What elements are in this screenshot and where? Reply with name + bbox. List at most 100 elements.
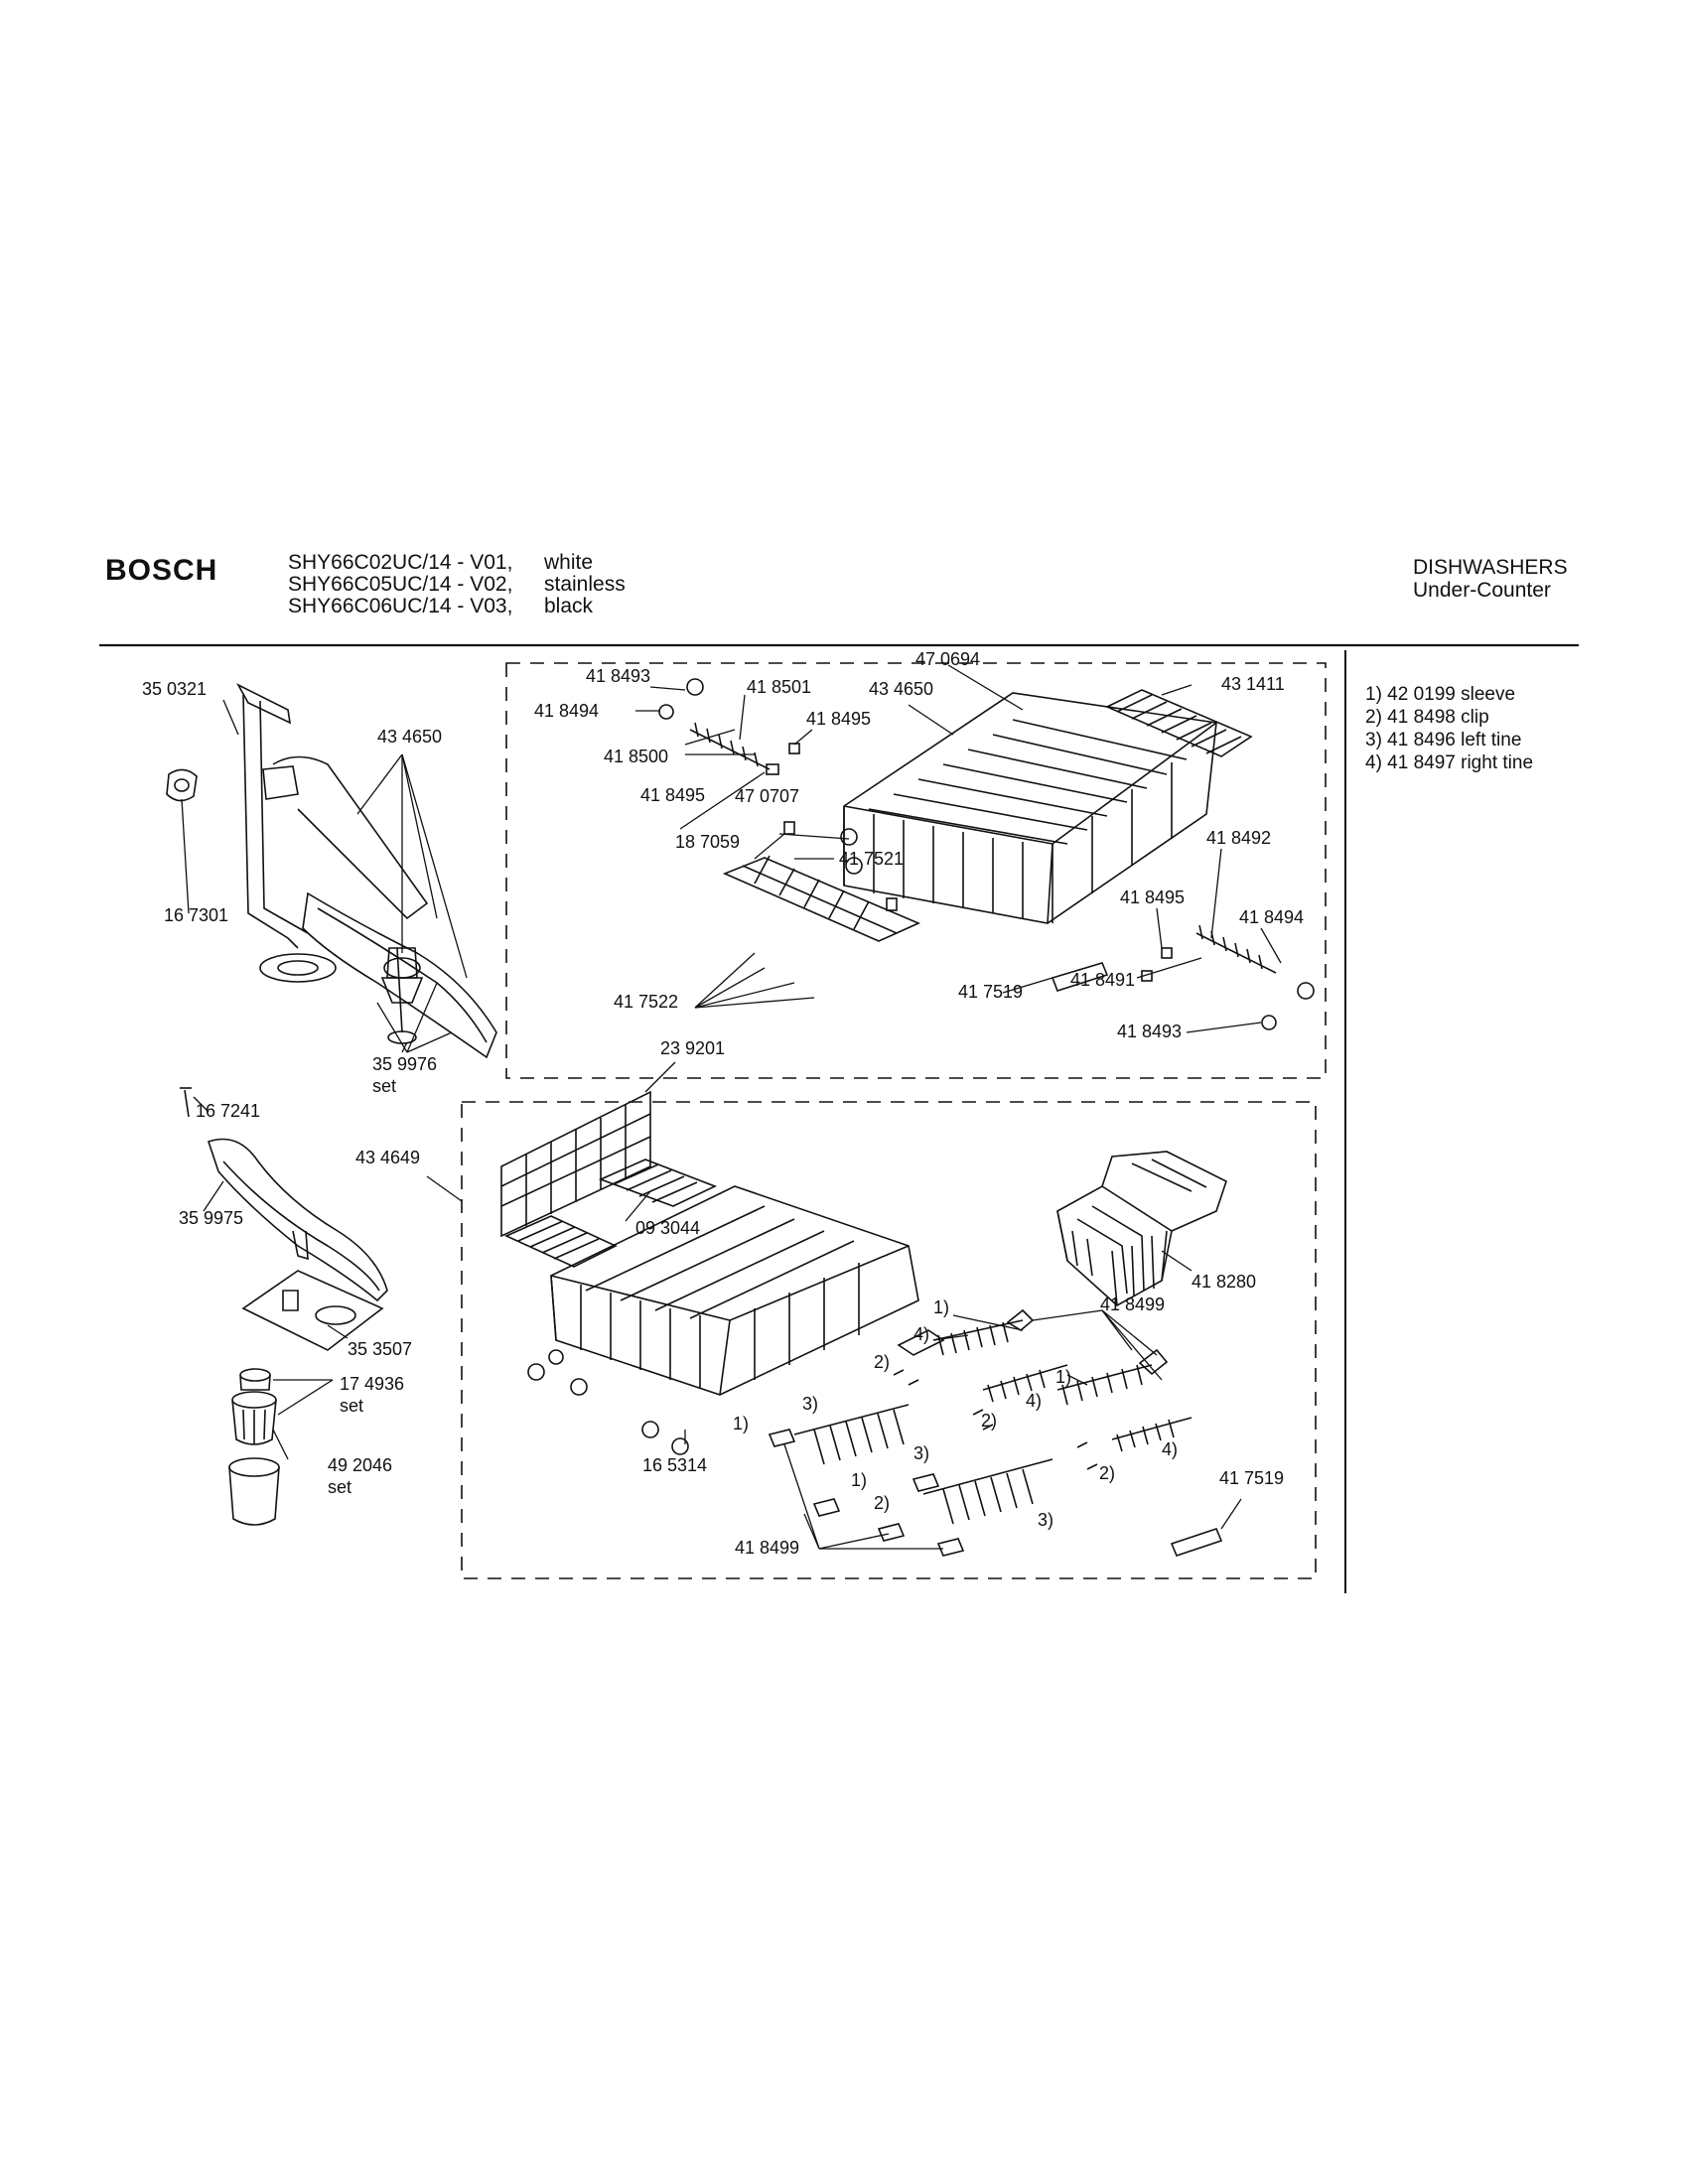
lower-roller-part <box>671 1437 689 1455</box>
model-v03: SHY66C06UC/14 - V03, <box>288 595 513 617</box>
sleeve-part <box>877 1523 906 1542</box>
clip-part <box>897 1329 945 1356</box>
callout-239201: 23 9201 <box>660 1038 725 1058</box>
callout-418495-top: 41 8495 <box>806 709 871 729</box>
note-1-d: 1) <box>851 1470 867 1490</box>
lower-roller-part <box>548 1349 564 1365</box>
callout-set-492046: set <box>328 1477 351 1497</box>
model-v02: SHY66C05UC/14 - V02, <box>288 573 513 596</box>
callout-434650-left: 43 4650 <box>377 727 442 747</box>
hub-stem <box>396 947 403 1033</box>
callout-418492: 41 8492 <box>1206 828 1271 848</box>
pipe-clip-part <box>166 768 198 802</box>
lower-spray-arm <box>207 1138 388 1302</box>
callout-359975: 35 9975 <box>179 1208 243 1228</box>
bracket-part <box>766 763 779 775</box>
note-2-d: 2) <box>874 1493 890 1513</box>
clip-marks <box>893 1369 1098 1470</box>
callout-434649: 43 4649 <box>355 1148 420 1167</box>
lower-rack <box>550 1185 919 1396</box>
callout-labels: 35 0321 16 7301 43 4650 35 9976 set 16 7… <box>142 649 1304 1558</box>
rack-roller-part <box>1297 982 1315 1000</box>
color-v02: stainless <box>544 573 626 596</box>
callout-093044: 09 3044 <box>635 1218 700 1238</box>
rack-roller-part <box>1261 1015 1277 1030</box>
sleeve-part <box>812 1498 841 1517</box>
sleeve-part <box>912 1473 940 1492</box>
legend-item-right-tine: 4) 41 8497 right tine <box>1365 752 1534 773</box>
rack-roller-part <box>658 704 674 720</box>
rack-roller-part <box>686 678 704 696</box>
note-2-b: 2) <box>981 1411 997 1431</box>
callout-417519-upper: 41 7519 <box>958 982 1023 1002</box>
note-1-c: 1) <box>733 1414 749 1433</box>
note-3-a: 3) <box>802 1394 818 1414</box>
callout-359976: 35 9976 <box>372 1054 437 1074</box>
callout-431411: 43 1411 <box>1221 674 1285 694</box>
color-list: white stainless black <box>544 552 626 617</box>
filter-plate <box>241 1270 384 1351</box>
rack-handle-lower <box>1170 1528 1223 1557</box>
product-category: DISHWASHERS Under-Counter <box>1413 556 1568 602</box>
tine-panel <box>500 1090 651 1238</box>
note-2-a: 2) <box>874 1352 890 1372</box>
cup-tray-left <box>504 1215 618 1268</box>
tine-row-d <box>1111 1417 1193 1452</box>
callout-353507: 35 3507 <box>348 1339 412 1359</box>
category-title: DISHWASHERS <box>1413 556 1568 579</box>
callout-434650-rack: 43 4650 <box>869 679 933 699</box>
model-v01: SHY66C02UC/14 - V01, <box>288 551 513 574</box>
cup-shelf <box>1105 689 1253 757</box>
note-3-c: 3) <box>1038 1510 1053 1530</box>
callout-470694: 47 0694 <box>915 649 980 669</box>
category-subtitle: Under-Counter <box>1413 579 1551 602</box>
note-1-a: 1) <box>933 1297 949 1317</box>
callout-set-359976: set <box>372 1076 396 1096</box>
upper-rack <box>840 692 1217 924</box>
tine-row-c <box>1056 1348 1169 1406</box>
lower-roller-part <box>570 1378 588 1396</box>
legend-item-sleeve: 1) 42 0199 sleeve <box>1365 684 1516 705</box>
callout-174936: 17 4936 <box>340 1374 404 1394</box>
note-1-b: 1) <box>1055 1367 1071 1387</box>
model-list: SHY66C02UC/14 - V01, SHY66C05UC/14 - V02… <box>288 552 512 617</box>
bracket-part <box>1161 947 1173 959</box>
callout-350321: 35 0321 <box>142 679 207 699</box>
callout-418495-mid: 41 8495 <box>640 785 705 805</box>
callout-418499-right: 41 8499 <box>1100 1295 1165 1314</box>
callout-418500: 41 8500 <box>604 747 668 766</box>
spray-arm-pipe <box>236 683 429 983</box>
callout-187059: 18 7059 <box>675 832 740 852</box>
sleeve-part <box>936 1538 965 1557</box>
callout-418491: 41 8491 <box>1070 970 1135 990</box>
callout-418493-top: 41 8493 <box>586 666 650 686</box>
callout-167301: 16 7301 <box>164 905 228 925</box>
note-2-c: 2) <box>1099 1463 1115 1483</box>
callout-492046: 49 2046 <box>328 1455 392 1475</box>
fine-filter <box>228 1457 280 1526</box>
callout-418494-left: 41 8494 <box>534 701 599 721</box>
callout-418499-bottom: 41 8499 <box>735 1538 799 1558</box>
upper-spray-arm <box>302 891 497 1059</box>
spray-arm-hub <box>380 947 424 1004</box>
upper-rack-group-frame <box>505 662 1327 1079</box>
note-3-b: 3) <box>913 1443 929 1463</box>
legend-item-left-tine: 3) 41 8496 left tine <box>1365 730 1522 751</box>
callout-418501: 41 8501 <box>747 677 811 697</box>
lower-roller-part <box>641 1421 659 1438</box>
upper-tine-row-left <box>689 722 771 770</box>
note-4-c: 4) <box>1162 1439 1178 1459</box>
callout-418280: 41 8280 <box>1192 1272 1256 1292</box>
color-v01: white <box>544 551 594 574</box>
callout-418493-bottom: 41 8493 <box>1117 1022 1182 1041</box>
callout-417521: 41 7521 <box>839 849 904 869</box>
callout-470707: 47 0707 <box>735 786 799 806</box>
legend-item-clip: 2) 41 8498 clip <box>1365 707 1489 728</box>
parts-legend: 1) 42 0199 sleeve 2) 41 8498 clip 3) 41 … <box>1365 683 1533 774</box>
tine-row-f <box>922 1458 1053 1525</box>
bracket-part <box>788 743 800 754</box>
note-4-a: 4) <box>913 1324 929 1344</box>
upper-tine-row-right <box>1195 924 1277 974</box>
knife-shelf <box>722 821 920 942</box>
